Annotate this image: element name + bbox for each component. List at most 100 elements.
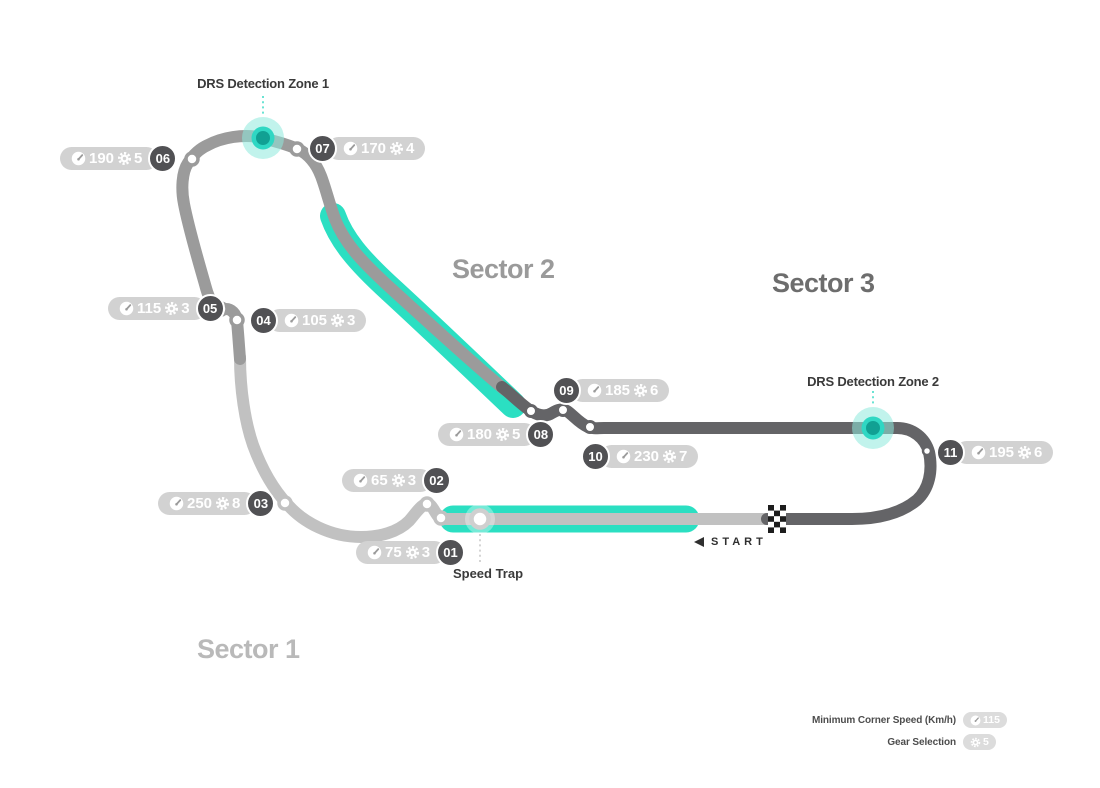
speedometer-icon [169,496,184,511]
corner-gear: 8 [232,495,241,512]
corner-gear: 3 [181,300,190,317]
corner-badge-11: 11 195 6 [936,438,1054,467]
gear-icon [663,449,677,464]
corner-node-08 [524,404,538,418]
corner-number: 05 [195,294,225,323]
corner-speed: 195 [989,444,1015,461]
corner-pill: 105 3 [268,309,367,332]
corner-number: 07 [308,134,337,163]
gear-icon [405,545,419,560]
gear-icon [1018,445,1032,460]
corner-pill: 170 4 [327,137,426,160]
corner-speed: 185 [605,382,631,399]
gear-icon [634,383,648,398]
drs-detection-dot-1 [242,117,284,159]
speedometer-icon [353,473,368,488]
corner-gear: 6 [650,382,659,399]
corner-number: 10 [581,442,610,471]
drs-detection-zone-1-label: DRS Detection Zone 1 [197,76,329,91]
corner-number: 03 [246,489,276,518]
speedometer-icon [587,383,602,398]
speedometer-icon [367,545,382,560]
gear-icon [390,141,404,156]
corner-speed: 230 [634,448,660,465]
corner-badge-01: 75 3 01 [356,538,466,567]
corner-node-03 [277,495,293,511]
corner-speed: 250 [187,495,213,512]
corner-gear: 3 [407,472,417,489]
corner-badge-05: 115 3 05 [108,294,225,323]
speedometer-icon [71,151,86,166]
corner-badge-04: 04 105 3 [249,306,367,335]
corner-gear: 7 [679,448,688,465]
legend: Minimum Corner Speed (Km/h) 115 Gear Sel… [796,712,1007,750]
corner-badge-08: 180 5 08 [438,420,556,449]
corner-node-09 [556,403,570,417]
corner-number: 04 [249,306,278,335]
corner-node-01 [433,510,449,526]
legend-gear-pill: 5 [963,734,996,750]
corner-node-10 [583,420,597,434]
corner-node-04 [229,312,245,328]
corner-pill: 115 3 [108,297,206,320]
speed-trap-marker [465,504,495,534]
start-label: START [694,536,767,548]
speedometer-icon [616,449,631,464]
legend-speed-label: Minimum Corner Speed (Km/h) [812,714,956,726]
corner-badge-03: 250 8 03 [158,489,276,518]
sector-1-label: Sector 1 [197,634,300,664]
gear-icon [391,473,405,488]
corner-nodes [184,141,933,526]
corner-number: 08 [526,420,556,449]
corner-speed: 105 [302,312,328,329]
corner-gear: 3 [347,312,356,329]
corner-pill: 180 5 [438,423,537,446]
corner-speed: 75 [385,544,402,561]
gear-icon [165,301,179,316]
start-direction-arrow-icon [694,537,704,547]
corner-badge-02: 65 3 02 [342,466,452,495]
legend-gear-value: 5 [983,736,989,748]
corner-pill: 65 3 [342,469,433,492]
corner-speed: 65 [371,472,388,489]
corner-speed: 190 [89,150,115,167]
legend-gear-label: Gear Selection [887,736,956,748]
corner-number: 01 [436,538,466,567]
corner-speed: 170 [361,140,387,157]
corner-gear: 6 [1034,444,1043,461]
corner-gear: 4 [406,140,415,157]
drs-detection-zone-2-label: DRS Detection Zone 2 [807,374,939,389]
corner-number: 02 [422,466,452,495]
gear-icon [496,427,510,442]
corner-pill: 75 3 [356,541,447,564]
corner-speed: 115 [137,300,162,317]
speedometer-icon [284,313,299,328]
corner-pill: 185 6 [571,379,670,402]
corner-pill: 190 5 [60,147,159,170]
corner-node-02 [419,496,435,512]
track-sector-1-path [234,351,776,543]
corner-badge-09: 09 185 6 [552,376,670,405]
sector-2-label: Sector 2 [452,254,555,284]
speedometer-icon [119,301,134,316]
corner-number: 11 [936,438,965,467]
speedometer-icon [343,141,358,156]
corner-badge-10: 10 230 7 [581,442,699,471]
corner-pill: 230 7 [600,445,699,468]
start-text: START [711,536,767,548]
gear-icon [118,151,132,166]
legend-row-gear: Gear Selection 5 [796,734,1007,750]
corner-badge-07: 07 170 4 [308,134,426,163]
corner-gear: 5 [512,426,521,443]
start-finish-checkered-flag [768,505,786,533]
sector-3-label: Sector 3 [772,268,875,298]
corner-gear: 3 [421,544,431,561]
gear-icon [216,496,230,511]
gear-icon [970,737,981,747]
gear-icon [331,313,345,328]
corner-speed: 180 [467,426,493,443]
corner-number: 06 [148,144,178,173]
corner-gear: 5 [134,150,143,167]
